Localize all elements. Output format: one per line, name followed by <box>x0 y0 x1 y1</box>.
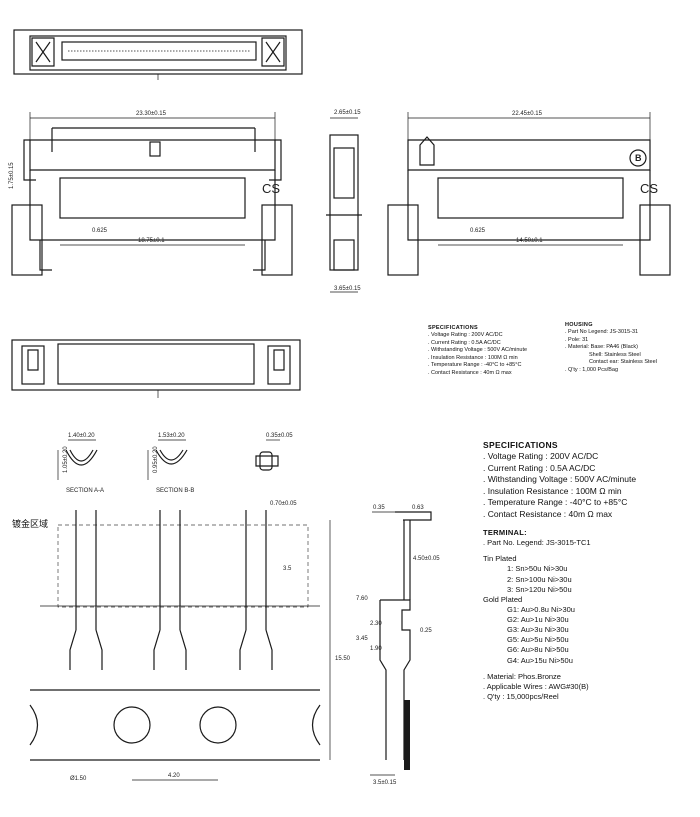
section-a <box>57 439 98 480</box>
small-spec-line: . Voltage Rating : 200V AC/DC <box>428 332 503 339</box>
housing-line: Shell: Stainless Steel <box>589 351 641 358</box>
small-spec-title: SPECIFICATIONS <box>428 325 478 331</box>
plating-option: G5: Au>5u Ni>50u <box>507 635 569 645</box>
terminal-strip <box>29 510 331 781</box>
side-view <box>326 117 362 293</box>
spec-line: . Voltage Rating : 200V AC/DC <box>483 451 599 462</box>
section-c <box>255 439 280 471</box>
housing-line: Contact ear: Stainless Steel <box>589 359 657 366</box>
housing-title: HOUSING <box>565 322 593 328</box>
terminal-title: TERMINAL: <box>483 528 527 537</box>
plating-option: 2: Sn>100u Ni>30u <box>507 574 572 584</box>
section-b <box>147 439 188 480</box>
top-view <box>13 29 303 80</box>
housing-line: . Part No Legend: JS-3015-31 <box>565 329 639 336</box>
spec-title: SPECIFICATIONS <box>483 440 558 450</box>
gold-plated-label: Gold Plated <box>483 594 523 604</box>
small-spec-line: . Insulation Resistance : 100M Ω min <box>428 354 518 361</box>
plating-option: G6: Au>8u Ni>50u <box>507 645 569 655</box>
small-spec-line: . Withstanding Voltage : 500V AC/minute <box>428 347 528 354</box>
plating-zone-note: 镀金区域 <box>12 519 49 529</box>
front-view <box>11 112 293 276</box>
terminal-wires: . Applicable Wires : AWG#30(B) <box>483 681 589 691</box>
spec-line: . Current Rating : 0.5A AC/DC <box>483 462 596 473</box>
terminal-qty: . Q'ty : 15,000pcs/Reel <box>483 691 559 701</box>
plating-option: G4: Au>15u Ni>50u <box>507 655 573 665</box>
plating-option: G3: Au>3u Ni>30u <box>507 625 569 635</box>
terminal-side-view <box>370 511 432 776</box>
plating-option: G2: Au>1u Ni>30u <box>507 615 569 624</box>
terminal-material: . Material: Phos.Bronze <box>483 671 561 681</box>
bottom-view <box>11 339 301 398</box>
rear-view <box>387 112 671 276</box>
small-spec-line: . Temperature Range : -40°C to +85°C <box>428 362 522 369</box>
spec-line: . Withstanding Voltage : 500V AC/minute <box>483 474 637 485</box>
spec-line: . Contact Resistance : 40m Ω max <box>483 508 613 519</box>
plating-option: 1: Sn>50u Ni>30u <box>507 564 568 574</box>
housing-specifications: HOUSING . Part No Legend: JS-3015-31 . P… <box>565 322 657 374</box>
housing-line: . Pole: 31 <box>565 336 589 343</box>
tin-plated-label: Tin Plated <box>483 554 517 564</box>
terminal-specifications: TERMINAL: . Part No. Legend: JS-3015-TC1… <box>483 528 591 702</box>
spec-line: . Temperature Range : -40°C to +85°C <box>483 497 628 508</box>
plating-option: 3: Sn>120u Ni>50u <box>507 584 572 594</box>
spec-line: . Insulation Resistance : 100M Ω min <box>483 485 622 496</box>
plating-option: G1: Au>0.8u Ni>30u <box>507 604 575 614</box>
small-spec-line: . Current Rating : 0.5A AC/DC <box>428 339 501 346</box>
main-specifications: SPECIFICATIONS . Voltage Rating : 200V A… <box>483 440 636 520</box>
small-spec-line: . Contact Resistance : 40m Ω max <box>428 369 512 376</box>
terminal-part-legend: . Part No. Legend: JS-3015-TC1 <box>483 538 591 548</box>
housing-line: . Q'ty : 1,000 Pcs/Bag <box>565 366 619 373</box>
small-specifications: SPECIFICATIONS . Voltage Rating : 200V A… <box>428 325 527 377</box>
housing-line: . Material: Base: PA46 (Black) <box>565 344 638 351</box>
